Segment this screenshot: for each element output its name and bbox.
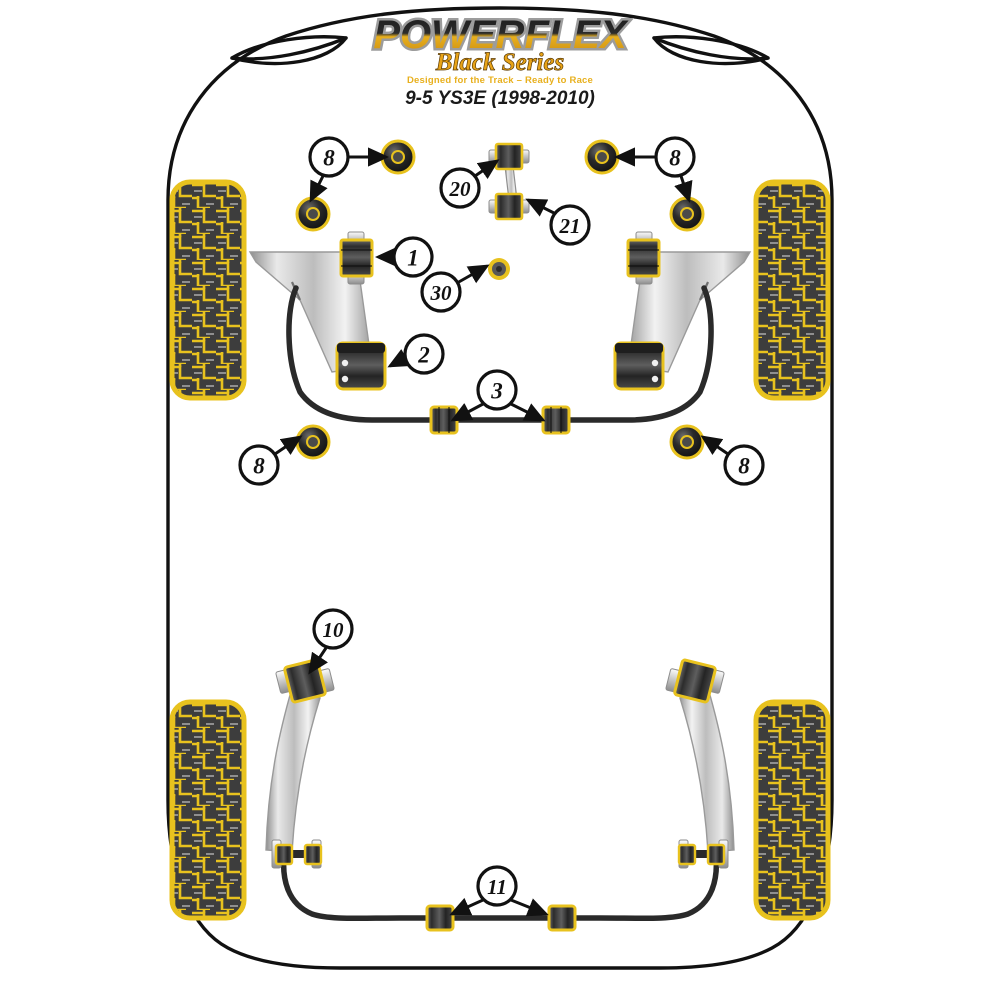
- callout-leaders: [274, 147, 729, 917]
- callout-8-bottom-right[interactable]: 8: [723, 444, 765, 486]
- vehicle-body-outline: [166, 6, 834, 970]
- mirror-right: [652, 35, 770, 66]
- rear-link-bush-right-inner: [706, 839, 729, 869]
- tire-front-right: [753, 179, 831, 401]
- leader-20: [474, 159, 500, 180]
- leader-3-r: [510, 402, 546, 422]
- front-bush-8-b: [295, 196, 331, 232]
- callout-label: 11: [487, 875, 507, 899]
- front-bush-8-a: [380, 139, 416, 175]
- wishbone-front-bush-right: [626, 231, 661, 285]
- leader-8-tr-2: [674, 175, 693, 203]
- small-bush-30: [488, 258, 510, 280]
- leader-2: [387, 349, 411, 368]
- leader-30: [456, 264, 490, 285]
- leader-11-r: [510, 898, 549, 917]
- callout-label: 2: [417, 343, 430, 368]
- callout-8-bottom-left[interactable]: 8: [238, 444, 280, 486]
- callout-label: 10: [323, 618, 345, 642]
- rear-trailing-arm-right: [679, 687, 735, 853]
- leader-8-bl: [274, 435, 303, 456]
- callout-21[interactable]: 21: [549, 204, 591, 246]
- front-arb-bush-right: [541, 405, 571, 435]
- callout-8-top-left[interactable]: 8: [308, 136, 350, 178]
- rear-link-bush-right-outer: [677, 839, 697, 869]
- rear-arb-bush-left: [425, 904, 455, 932]
- front-bush-8-f: [669, 424, 705, 460]
- rear-arm-bush-left: [275, 658, 335, 704]
- front-bush-8-d: [669, 196, 705, 232]
- page-title: 9-5 YS3E (1998-2010): [405, 88, 595, 109]
- callout-20[interactable]: 20: [439, 167, 481, 209]
- torque-rod-link: [488, 142, 530, 221]
- callout-11[interactable]: 11: [476, 865, 518, 907]
- leader-8-tl-2: [309, 175, 328, 203]
- callout-1[interactable]: 1: [392, 236, 434, 278]
- callout-label: 1: [407, 246, 419, 271]
- leader-21: [525, 198, 555, 217]
- logo-main-text: POWERFLEX: [373, 13, 629, 57]
- rear-link-bush-left-outer: [303, 839, 323, 869]
- callout-2[interactable]: 2: [403, 333, 445, 375]
- tire-rear-right: [753, 699, 831, 921]
- torque-rod-bush-top: [488, 142, 530, 171]
- callout-30[interactable]: 30: [420, 271, 462, 313]
- torque-rod-bush-bottom: [488, 192, 530, 221]
- powerflex-logo: POWERFLEX POWERFLEX Black Series Designe…: [371, 11, 632, 87]
- mirror-left: [230, 35, 348, 66]
- front-bush-8-c: [584, 139, 620, 175]
- leader-3-l: [450, 402, 484, 422]
- callout-label: 8: [253, 454, 265, 479]
- callout-label: 8: [669, 146, 681, 171]
- callout-label: 20: [449, 177, 472, 201]
- rear-arm-bush-right: [665, 658, 725, 704]
- leader-10: [308, 647, 328, 675]
- tire-front-left: [169, 179, 247, 401]
- callout-label: 8: [323, 146, 335, 171]
- leader-8-br: [700, 435, 729, 456]
- leader-11-l: [449, 897, 484, 916]
- rear-trailing-arm-left: [265, 687, 321, 853]
- logo-sub-text: Black Series: [435, 49, 564, 76]
- front-bush-8-e: [295, 424, 331, 460]
- wishbone-rear-bush-left: [335, 341, 387, 391]
- callout-10[interactable]: 10: [312, 608, 354, 650]
- wishbone-rear-bush-right: [613, 341, 665, 391]
- callout-3[interactable]: 3: [476, 369, 518, 411]
- callout-label: 3: [490, 379, 503, 404]
- callout-label: 21: [559, 214, 581, 238]
- logo-main-outline: POWERFLEX: [373, 13, 629, 57]
- wishbone-front-bush-left: [339, 231, 374, 285]
- logo-tagline: Designed for the Track – Ready to Race: [407, 75, 593, 86]
- tire-rear-left: [169, 699, 247, 921]
- rear-link-bush-left-inner: [271, 839, 294, 869]
- callout-label: 30: [430, 281, 453, 305]
- rear-anti-roll-bar: [280, 853, 720, 922]
- front-anti-roll-bar: [286, 285, 714, 423]
- rear-arb-bush-right: [547, 904, 577, 932]
- callout-8-top-right[interactable]: 8: [654, 136, 696, 178]
- callout-label: 8: [738, 454, 750, 479]
